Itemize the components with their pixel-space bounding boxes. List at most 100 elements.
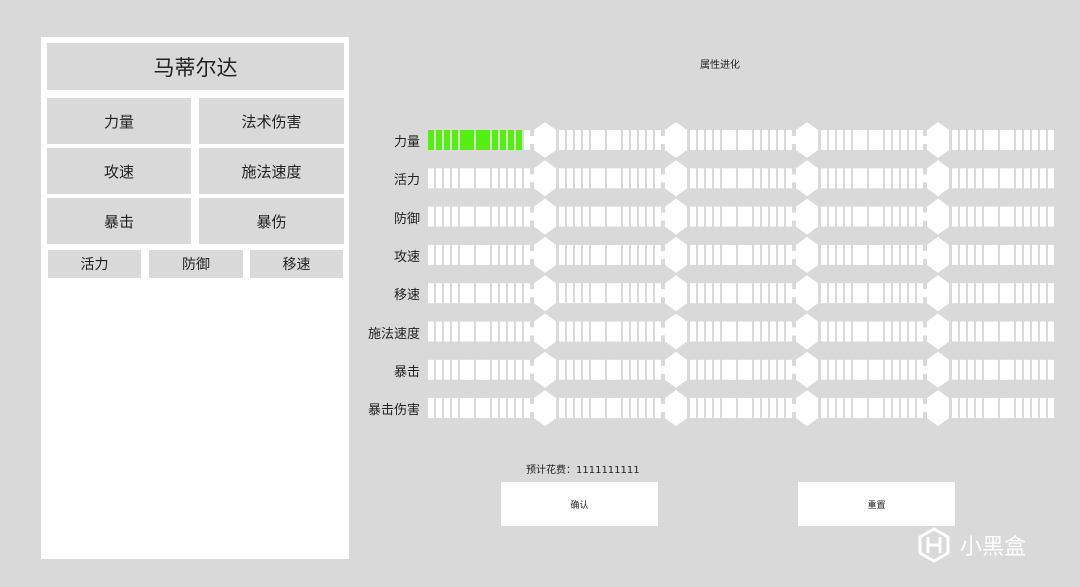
stat-button-strength[interactable]: 力量	[47, 98, 191, 144]
milestone-node[interactable]	[665, 275, 687, 312]
milestone-node[interactable]	[534, 160, 556, 197]
progress-tick	[1000, 321, 1014, 342]
progress-tick	[1024, 168, 1030, 189]
milestone-node[interactable]	[796, 275, 818, 312]
progress-tick	[444, 321, 450, 342]
milestone-node[interactable]	[534, 313, 556, 350]
stat-button-defense[interactable]: 防御	[149, 250, 243, 278]
progress-tick	[436, 130, 442, 150]
reset-button[interactable]: 重置	[798, 482, 955, 526]
progress-tick	[837, 359, 843, 380]
progress-tick	[492, 283, 498, 304]
progress-tick	[754, 168, 760, 189]
progress-tick	[559, 321, 565, 342]
progress-tick	[690, 130, 696, 150]
milestone-node[interactable]	[927, 313, 949, 350]
progress-tick	[885, 168, 891, 189]
progress-tick	[1024, 244, 1030, 265]
progress-connector	[792, 365, 798, 374]
milestone-node[interactable]	[927, 122, 949, 158]
milestone-node[interactable]	[796, 122, 818, 158]
milestone-node[interactable]	[796, 313, 818, 350]
progress-tick	[559, 283, 565, 304]
progress-tick	[909, 206, 915, 227]
progress-tick	[829, 321, 835, 342]
milestone-node[interactable]	[927, 390, 949, 427]
milestone-node[interactable]	[534, 390, 556, 427]
progress-tick	[845, 206, 851, 227]
progress-tick	[845, 283, 851, 304]
progress-tick	[631, 398, 637, 419]
progress-tick	[631, 206, 637, 227]
progress-tick	[428, 321, 434, 342]
progress-tick	[786, 398, 792, 419]
milestone-node[interactable]	[665, 198, 687, 235]
progress-tick	[508, 244, 514, 265]
stat-button-cast-speed[interactable]: 施法速度	[199, 148, 344, 194]
milestone-node[interactable]	[927, 160, 949, 197]
stat-button-vitality[interactable]: 活力	[48, 250, 141, 278]
progress-tick	[968, 359, 974, 380]
progress-tick	[837, 398, 843, 419]
milestone-node[interactable]	[927, 275, 949, 312]
progress-tick	[631, 283, 637, 304]
milestone-node[interactable]	[534, 275, 556, 312]
stat-button-spell-damage[interactable]: 法术伤害	[199, 98, 344, 144]
progress-tick	[583, 168, 589, 189]
progress-tick	[524, 359, 530, 380]
progress-connector	[661, 404, 667, 413]
progress-tick	[837, 321, 843, 342]
progress-tick	[698, 398, 704, 419]
progress-tick	[960, 321, 966, 342]
progress-tick	[436, 283, 442, 304]
milestone-node[interactable]	[665, 160, 687, 197]
progress-tick	[460, 168, 474, 189]
milestone-node[interactable]	[927, 351, 949, 388]
stat-button-move-speed[interactable]: 移速	[250, 250, 343, 278]
stat-button-crit-damage[interactable]: 暴伤	[199, 198, 344, 244]
milestone-node[interactable]	[665, 236, 687, 273]
progress-tick	[508, 359, 514, 380]
milestone-node[interactable]	[665, 313, 687, 350]
stat-button-crit[interactable]: 暴击	[47, 198, 191, 244]
progress-connector	[923, 174, 929, 183]
milestone-node[interactable]	[665, 390, 687, 427]
estimated-cost: 预计花费：1111111111	[526, 465, 640, 476]
progress-tick	[1040, 398, 1046, 419]
milestone-node[interactable]	[927, 236, 949, 273]
progress-tick	[591, 283, 605, 304]
progress-tick	[853, 359, 867, 380]
progress-tick	[778, 398, 784, 419]
confirm-button[interactable]: 确认	[501, 482, 658, 526]
milestone-node[interactable]	[796, 236, 818, 273]
progress-tick	[591, 130, 605, 150]
progress-tick	[754, 130, 760, 150]
milestone-node[interactable]	[665, 351, 687, 388]
progress-tick	[829, 206, 835, 227]
progress-tick	[706, 283, 712, 304]
milestone-node[interactable]	[534, 198, 556, 235]
milestone-node[interactable]	[796, 390, 818, 427]
progress-tick	[917, 321, 923, 342]
milestone-node[interactable]	[534, 236, 556, 273]
progress-connector	[530, 174, 536, 183]
milestone-node[interactable]	[665, 122, 687, 158]
progress-tick	[885, 359, 891, 380]
progress-tick	[821, 359, 827, 380]
progress-tick	[655, 168, 661, 189]
milestone-node[interactable]	[796, 351, 818, 388]
progress-tick	[869, 130, 883, 150]
progress-tick	[1032, 321, 1038, 342]
progress-tick	[1048, 398, 1054, 419]
milestone-node[interactable]	[534, 122, 556, 158]
milestone-node[interactable]	[796, 198, 818, 235]
row-label: 防御	[393, 211, 420, 227]
progress-tick	[885, 321, 891, 342]
milestone-node[interactable]	[927, 198, 949, 235]
milestone-node[interactable]	[534, 351, 556, 388]
progress-tick	[607, 283, 621, 304]
stat-button-attack-speed[interactable]: 攻速	[47, 148, 191, 194]
progress-tick	[1048, 321, 1054, 342]
progress-tick	[476, 283, 490, 304]
milestone-node[interactable]	[796, 160, 818, 197]
